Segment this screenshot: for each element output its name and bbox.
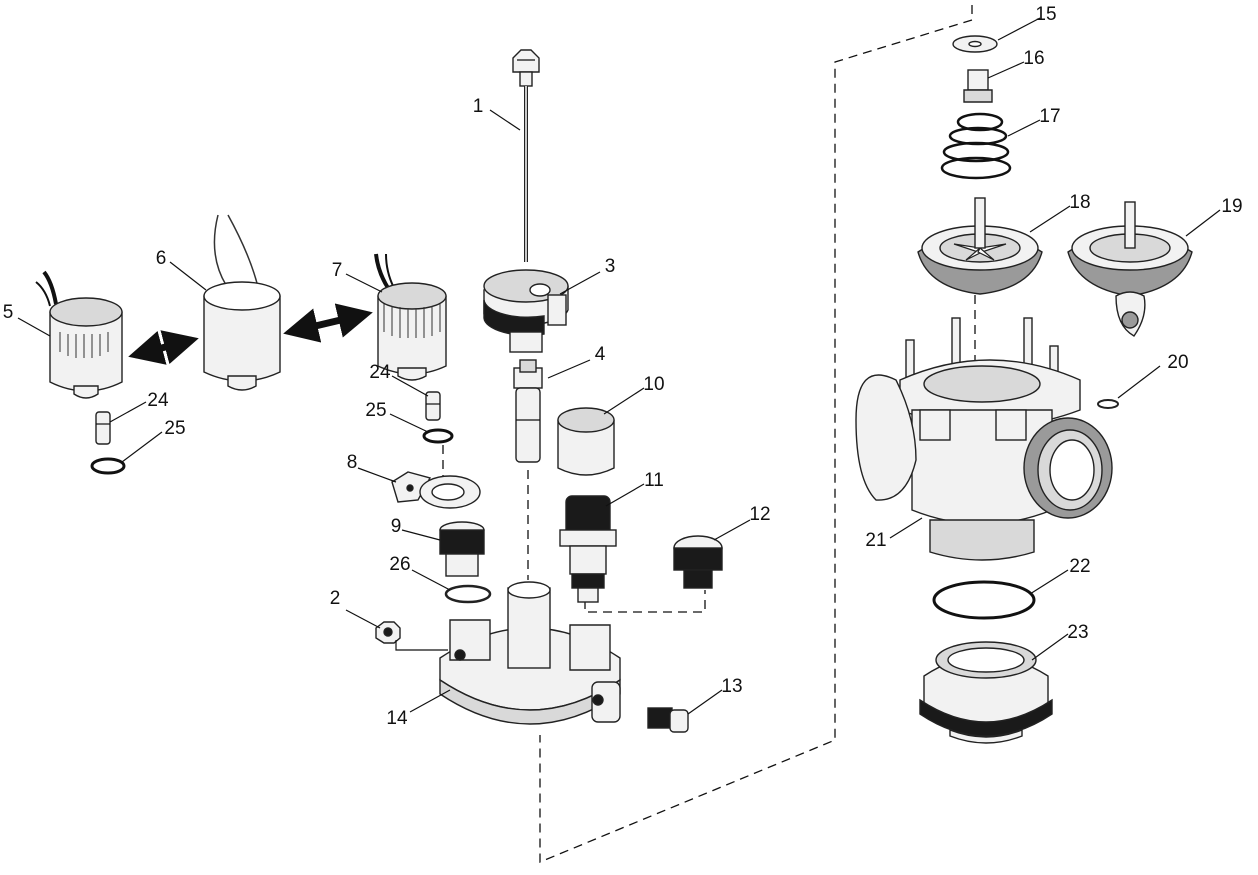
callout-26: 26: [389, 554, 410, 575]
callout-17: 17: [1039, 106, 1060, 127]
part-17-spring: [940, 112, 1012, 180]
callout-9: 9: [391, 516, 402, 537]
part-24-plunger-left: [95, 411, 111, 445]
part-21-valve-body: [855, 317, 1113, 561]
part-1-bleed-screw: [512, 49, 540, 262]
swap-arrows: [128, 303, 373, 365]
callout-16: 16: [1023, 48, 1044, 69]
callout-8: 8: [347, 452, 358, 473]
callout-15: 15: [1035, 4, 1056, 25]
callout-25-left: 25: [164, 418, 185, 439]
callout-5: 5: [3, 302, 14, 323]
callout-3: 3: [605, 256, 616, 277]
callout-24-right: 24: [369, 362, 391, 383]
part-2-nut: [375, 621, 448, 651]
callout-22: 22: [1069, 556, 1090, 577]
part-22-o-ring: [932, 580, 1036, 620]
part-25-o-ring-right: [422, 428, 454, 444]
part-26-o-ring: [444, 584, 492, 604]
part-14-bonnet: [439, 581, 621, 725]
part-3-flow-knob: [483, 269, 569, 353]
callout-25-right: 25: [365, 400, 386, 421]
part-18-diaphragm: [917, 197, 1043, 295]
part-16-nut: [963, 69, 993, 103]
part-20-washer: [1097, 399, 1119, 409]
part-23-base-cap: [919, 641, 1053, 744]
part-13-fitting: [647, 707, 689, 733]
callout-11: 11: [644, 470, 664, 491]
callout-1: 1: [473, 96, 484, 117]
callout-20: 20: [1167, 352, 1188, 373]
part-11-adapter: [559, 495, 617, 603]
callout-6: 6: [156, 248, 167, 269]
callout-13: 13: [721, 676, 742, 697]
part-12-plug: [673, 535, 723, 589]
part-6-solenoid: [203, 214, 281, 391]
callout-19: 19: [1221, 196, 1242, 217]
part-9-fitting: [439, 521, 485, 577]
callout-4: 4: [595, 344, 606, 365]
callout-12: 12: [749, 504, 770, 525]
leader-lines: [17, 17, 1221, 715]
part-4-stem: [513, 359, 543, 463]
callout-14: 14: [386, 708, 408, 729]
callout-2: 2: [330, 588, 341, 609]
callout-7: 7: [332, 260, 343, 281]
callout-23: 23: [1067, 622, 1088, 643]
callout-21: 21: [865, 530, 886, 551]
callout-labels: 1 2 3 4 5 6 7 8 9 10 11 12 13 14 15 16 1…: [3, 4, 1243, 729]
part-10-cap: [557, 407, 615, 476]
part-24-plunger-right: [425, 391, 441, 421]
callout-24-left: 24: [147, 390, 169, 411]
part-7-solenoid: [374, 253, 447, 381]
part-19-diaphragm-alt: [1067, 201, 1193, 337]
callout-10: 10: [643, 374, 664, 395]
callout-18: 18: [1069, 192, 1090, 213]
part-25-o-ring-left: [90, 457, 126, 475]
part-5-solenoid: [35, 270, 123, 399]
part-8-clamp: [391, 471, 481, 509]
part-15-washer: [952, 35, 998, 53]
